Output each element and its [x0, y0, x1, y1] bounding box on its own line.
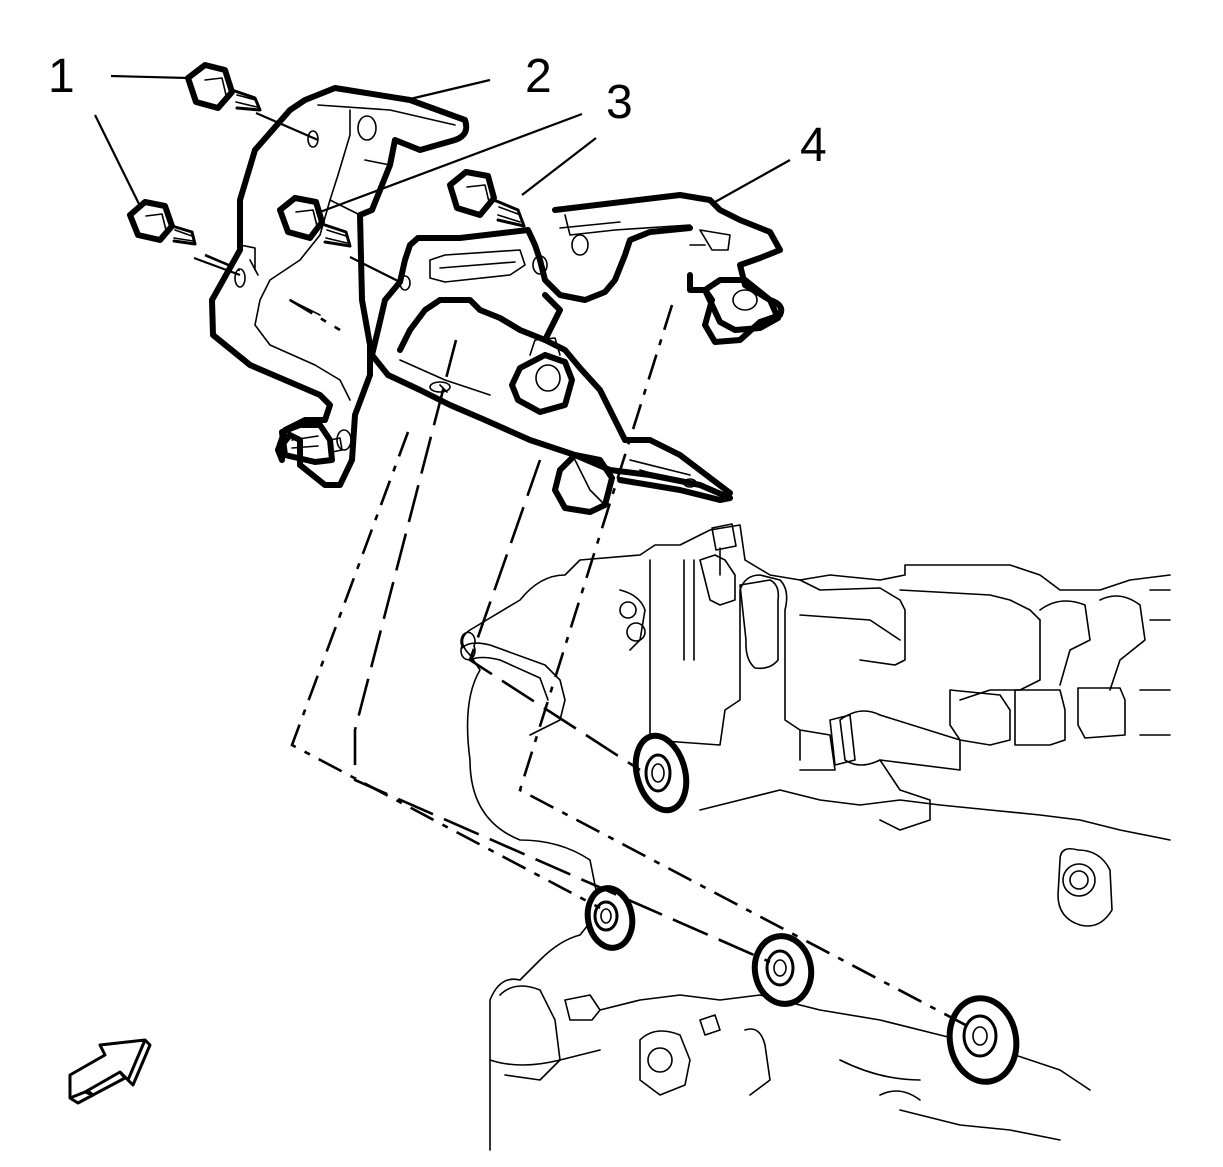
callout-2: 2 [525, 50, 552, 103]
bolt-3b [447, 169, 526, 228]
bracket-2 [209, 85, 470, 488]
bolt-1a [185, 62, 262, 112]
bolt-3a [277, 195, 352, 248]
leader-lines [94, 74, 791, 284]
front-direction-arrow-icon [68, 1038, 152, 1105]
callout-4: 4 [800, 119, 827, 172]
boss-upper [632, 732, 690, 814]
bracket-4 [369, 192, 785, 515]
callout-labels: 1 2 3 4 [48, 50, 827, 172]
engine-block [460, 523, 1171, 1151]
boss-lower-middle [751, 933, 815, 1007]
alignment-lines [204, 253, 976, 1032]
boss-lower-right [946, 995, 1020, 1085]
bolt-1b [127, 199, 197, 246]
callout-1: 1 [48, 50, 75, 103]
boss-lower-left [584, 885, 636, 951]
callout-3: 3 [606, 76, 633, 129]
mounting-bosses [584, 732, 1020, 1085]
